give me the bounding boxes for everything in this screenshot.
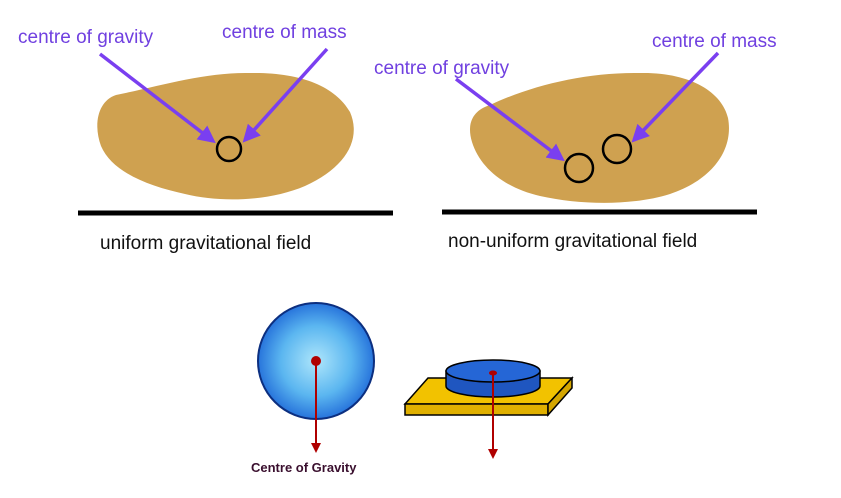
- non-uniform-gravity-label: centre of gravity: [374, 58, 510, 79]
- sphere-centre-dot: [311, 356, 321, 366]
- non-uniform-body-blob: [470, 72, 729, 203]
- non-uniform-mass-label: centre of mass: [652, 31, 777, 52]
- uniform-gravity-label: centre of gravity: [18, 27, 154, 48]
- plate-side: [547, 376, 573, 417]
- non-uniform-mass-centre-marker: [601, 133, 633, 165]
- non-uniform-field-caption: non-uniform gravitational field: [448, 231, 697, 252]
- uniform-mass-label: centre of mass: [222, 22, 347, 43]
- disc-centre-dot: [489, 370, 497, 376]
- non-uniform-mass-pointer: [631, 51, 720, 143]
- uniform-field-panel: centre of gravity centre of mass uniform…: [18, 22, 393, 254]
- non-uniform-gravity-centre-marker: [563, 152, 595, 184]
- non-uniform-field-panel: centre of gravity centre of mass non-uni…: [374, 31, 777, 252]
- uniform-body-blob: [97, 72, 354, 200]
- uniform-gravity-pointer: [98, 52, 216, 144]
- sphere-caption: Centre of Gravity: [251, 460, 357, 475]
- disc-on-plate-example: [403, 359, 574, 459]
- uniform-field-caption: uniform gravitational field: [100, 233, 311, 254]
- plate-front: [404, 403, 549, 416]
- uniform-mass-pointer: [242, 47, 329, 143]
- uniform-shared-centre-marker: [215, 135, 243, 163]
- non-uniform-gravity-pointer: [454, 77, 565, 162]
- sphere-example: Centre of Gravity: [251, 302, 375, 475]
